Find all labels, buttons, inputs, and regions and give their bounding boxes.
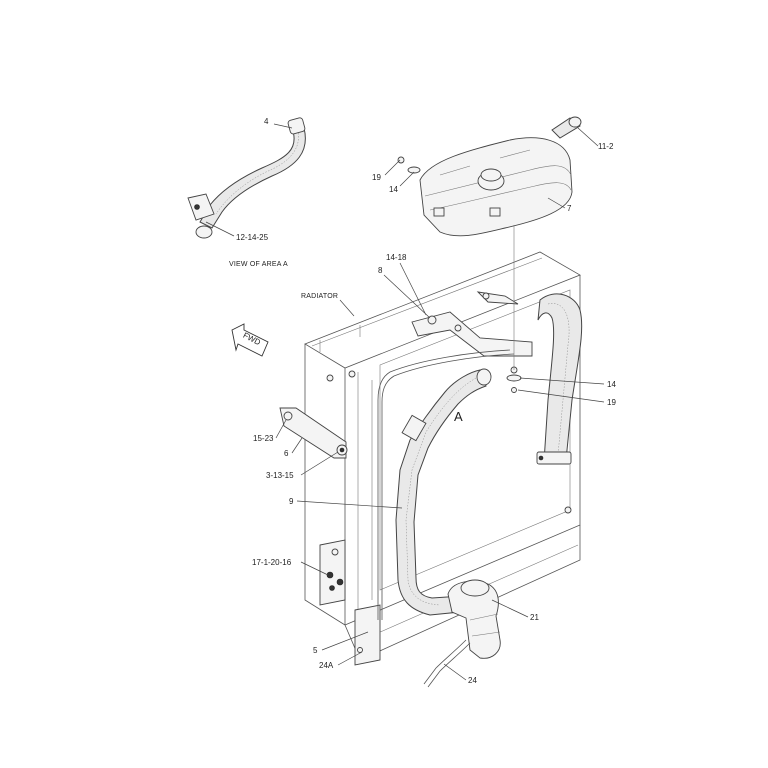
callout-leaders xyxy=(205,123,605,681)
callout-6: 6 xyxy=(284,449,289,458)
callout-8: 8 xyxy=(378,266,383,275)
callout-4: 4 xyxy=(264,117,269,126)
callout-3-13-15: 3-13-15 xyxy=(266,471,294,480)
callout-5: 5 xyxy=(313,646,318,655)
callout-17-1-20-16: 17-1-20-16 xyxy=(252,558,292,567)
view-of-area-a-note: VIEW OF AREA A xyxy=(229,261,288,268)
tank-bracket-part-8 xyxy=(411,291,533,374)
callout-24A: 24A xyxy=(319,661,334,670)
callout-11-2: 11-2 xyxy=(598,142,614,151)
upper-hose xyxy=(536,293,583,465)
callout-15-23: 15-23 xyxy=(253,434,274,443)
callout-12-14-25: 12-14-25 xyxy=(236,233,269,242)
expansion-tank-part-7 xyxy=(397,116,582,237)
radiator-label: RADIATOR xyxy=(301,293,338,300)
lower-left-hose xyxy=(395,368,492,616)
callout-24: 24 xyxy=(468,676,477,685)
fwd-arrow-icon xyxy=(231,323,269,357)
callout-14-mid: 14 xyxy=(607,380,616,389)
callout-7: 7 xyxy=(567,204,572,213)
strap-part-6 xyxy=(279,407,348,459)
drain-tube-part-24 xyxy=(423,639,471,688)
callout-21: 21 xyxy=(530,613,539,622)
detail-hose-part-4 xyxy=(187,117,306,239)
lower-elbow-part-21 xyxy=(447,579,501,659)
coolant-tube-part-9 xyxy=(377,349,515,620)
callout-19-mid: 19 xyxy=(607,398,616,407)
area-a-label: A xyxy=(454,409,463,424)
callout-14-18: 14-18 xyxy=(386,253,407,262)
callout-14-top: 14 xyxy=(389,185,398,194)
radiator-housing xyxy=(304,251,581,666)
washer-bolt-mid xyxy=(506,225,522,393)
callout-19-top: 19 xyxy=(372,173,381,182)
callout-9: 9 xyxy=(289,497,294,506)
